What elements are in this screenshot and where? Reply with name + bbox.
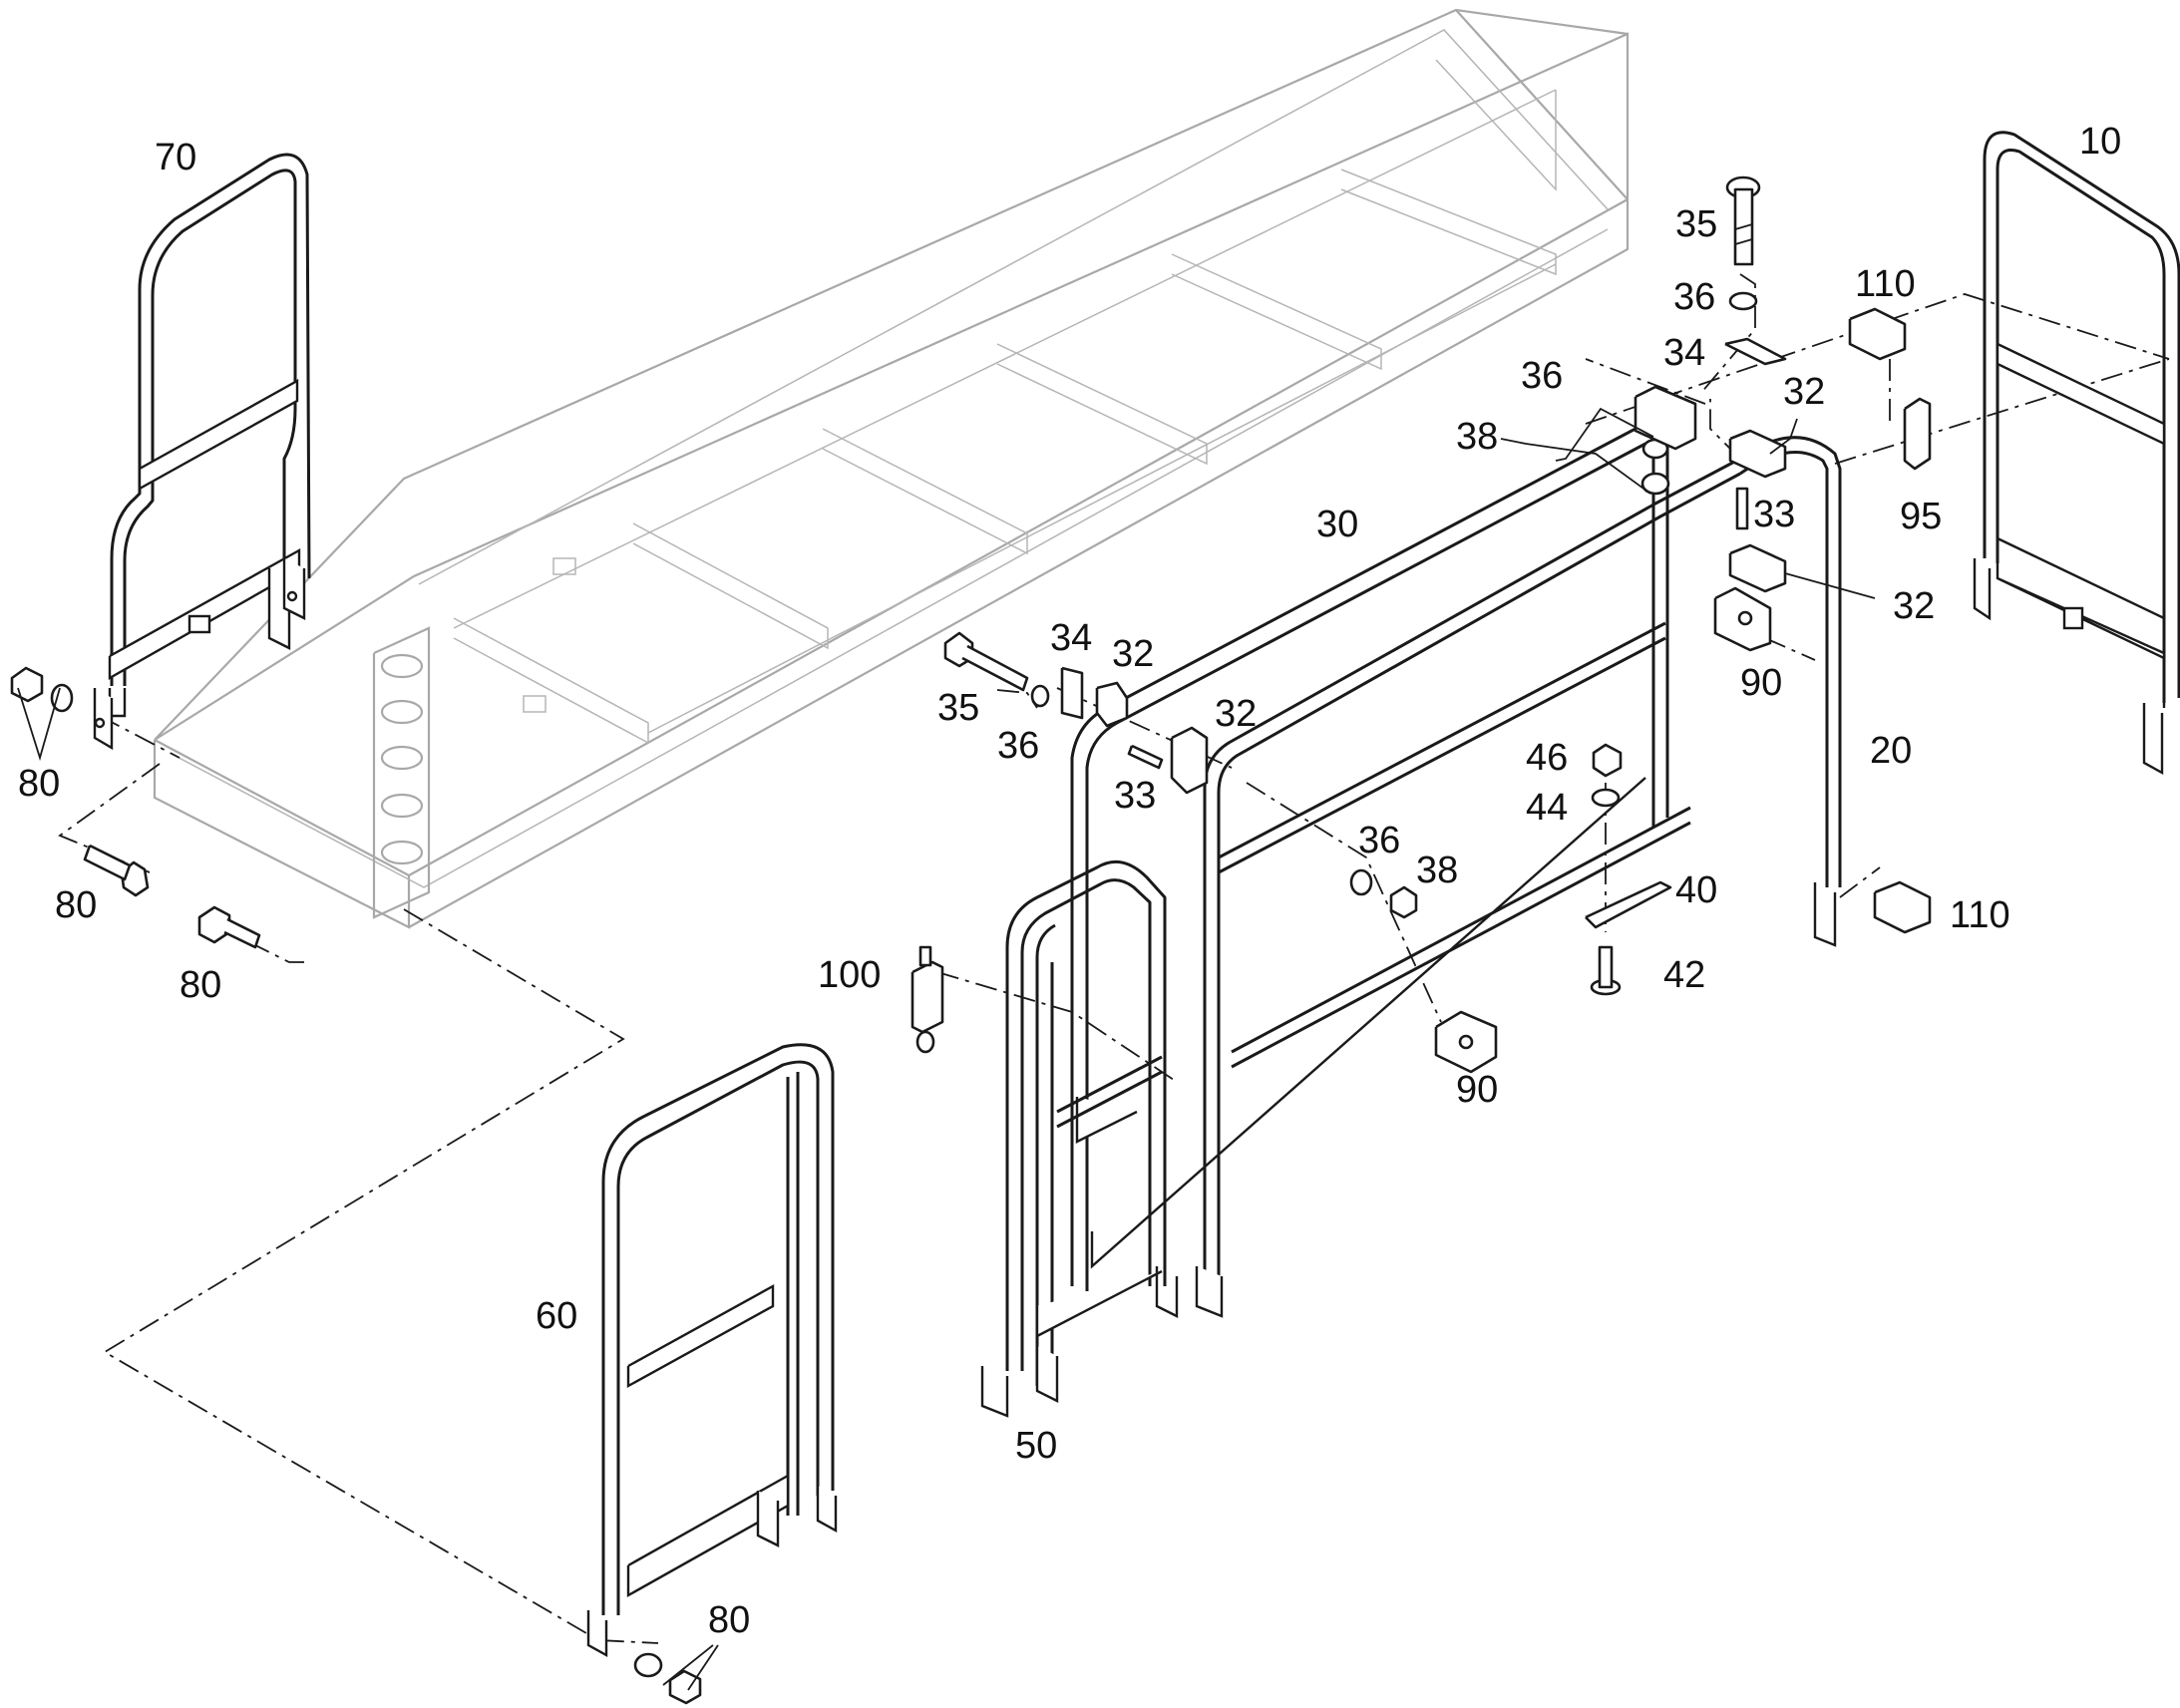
leader-lines [17, 407, 1876, 1691]
callout-32-mid: 32 [1112, 633, 1154, 675]
callout-38-lower: 38 [1416, 850, 1458, 891]
callout-36-top: 36 [1673, 276, 1715, 318]
callout-33-mid: 33 [1114, 775, 1156, 817]
part-80-nut-bottom [668, 1669, 702, 1705]
callout-80-left: 80 [18, 763, 60, 805]
callout-40: 40 [1675, 869, 1717, 911]
callout-34-top: 34 [1663, 332, 1705, 374]
callout-32-top: 32 [1783, 371, 1825, 413]
part-38-nut-mid [1640, 472, 1670, 496]
callout-38-upper: 38 [1456, 416, 1498, 458]
part-36-washer-lower [1349, 868, 1373, 896]
callout-110-bottom: 110 [1950, 894, 2010, 936]
callout-95: 95 [1900, 496, 1942, 537]
part-50-inner-gate [980, 859, 1167, 1418]
base-frame [153, 8, 1630, 929]
part-10-handrail-gate [1973, 131, 2180, 776]
callout-46: 46 [1526, 737, 1568, 779]
part-80-washer-left [50, 683, 74, 713]
callout-30: 30 [1316, 504, 1358, 545]
part-32-clamp-lower [1728, 543, 1787, 593]
part-44-washer [1591, 788, 1621, 808]
callout-35-top: 35 [1675, 203, 1717, 245]
part-110-clamp-bottom [1873, 880, 1932, 934]
callout-36-upper: 36 [1521, 355, 1563, 397]
part-33-pin-mid [1127, 744, 1164, 770]
callout-32-mid-right: 32 [1215, 693, 1257, 735]
part-34-plate-top [1724, 337, 1787, 366]
part-42-screw [1590, 945, 1622, 996]
callout-32-right: 32 [1893, 585, 1935, 627]
part-90-hinge-top [1713, 586, 1772, 652]
hardware-parts [10, 175, 1932, 1705]
part-95-latch [1903, 397, 1932, 471]
callout-20: 20 [1870, 730, 1912, 772]
part-90-hinge-lower [1434, 1010, 1498, 1074]
callout-90-lower: 90 [1456, 1069, 1498, 1111]
part-32-clamp-mid [1095, 681, 1129, 728]
callout-60: 60 [536, 1295, 577, 1337]
part-38-nut-lower [1389, 885, 1418, 919]
callout-70: 70 [155, 137, 196, 178]
part-35-bolt-mid [943, 631, 1029, 692]
part-34-bracket-upper [1634, 385, 1697, 451]
part-46-nut [1592, 743, 1623, 778]
part-36-washer-top [1728, 291, 1758, 311]
callout-33-top: 33 [1753, 494, 1795, 535]
callout-42: 42 [1663, 954, 1705, 996]
callout-36-mid: 36 [997, 725, 1039, 767]
part-80-bolt-upper [83, 844, 150, 897]
callout-90-top: 90 [1740, 662, 1782, 704]
callout-50: 50 [1015, 1425, 1057, 1467]
part-32-clamp-mid-right [1170, 726, 1209, 795]
callout-10: 10 [2079, 121, 2121, 163]
part-20-end-rail [1155, 436, 1842, 1318]
callout-35-mid: 35 [937, 687, 979, 729]
callout-80-bottom: 80 [708, 1599, 750, 1641]
part-100-latch [910, 945, 944, 1054]
callout-36-lower: 36 [1358, 820, 1400, 861]
callout-44: 44 [1526, 787, 1568, 829]
callout-34-mid: 34 [1050, 617, 1092, 659]
callout-80-lower-bolt: 80 [180, 964, 221, 1006]
part-110-clamp-top [1848, 307, 1907, 361]
part-60-front-gate [586, 1043, 838, 1658]
callout-110-top: 110 [1855, 263, 1916, 305]
assembly-centerlines [58, 273, 2170, 1644]
part-70-handrail-gate [93, 153, 311, 751]
part-35-bolt-top [1725, 175, 1761, 266]
callout-80-upper-bolt: 80 [55, 884, 97, 926]
part-32-clamp-top [1728, 429, 1787, 479]
part-34-plate-mid [1060, 666, 1084, 720]
part-80-bolt-lower [197, 905, 261, 949]
callout-100: 100 [818, 954, 881, 996]
part-80-washer-bottom [633, 1652, 663, 1678]
part-36-washer-mid-left [1030, 684, 1050, 708]
part-40-bar [1585, 880, 1672, 929]
part-33-pin-top [1735, 487, 1749, 530]
part-80-nut-left [10, 666, 44, 703]
callout-labels: 70 10 35 36 110 34 36 32 38 33 95 30 32 … [18, 121, 2121, 1641]
